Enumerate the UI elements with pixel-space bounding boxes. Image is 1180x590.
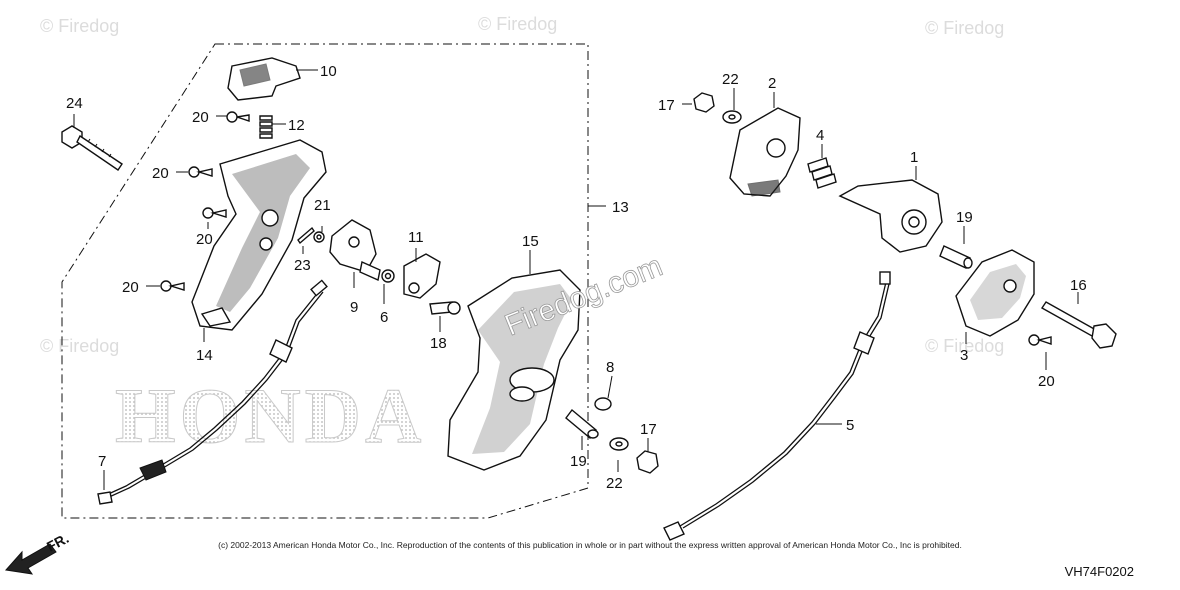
diagram-code: VH74F0202	[1064, 564, 1134, 579]
callout-20-a: 20	[192, 109, 209, 126]
part-10-lever-cap	[227, 57, 301, 101]
callout-20-e: 20	[1038, 373, 1055, 390]
part-12-spring	[259, 115, 273, 139]
leader-lines	[73, 69, 1079, 490]
callout-6: 6	[380, 309, 388, 326]
watermark-mid-right: © Firedog	[925, 336, 1004, 356]
part-5-right-cable	[663, 271, 891, 541]
part-17-nut-lower	[636, 450, 659, 474]
callout-2: 2	[768, 75, 776, 92]
callout-16: 16	[1070, 277, 1087, 294]
callout-1: 1	[910, 149, 918, 166]
part-17-nut-upper	[693, 92, 715, 113]
callout-8: 8	[606, 359, 614, 376]
honda-logo-watermark: HONDA	[115, 372, 425, 459]
callout-17-b: 17	[640, 421, 657, 438]
callout-4: 4	[816, 127, 824, 144]
callout-13: 13	[612, 199, 629, 216]
part-24-bolt	[61, 125, 123, 171]
watermark-top-right: © Firedog	[925, 18, 1004, 38]
part-8-clamp	[594, 397, 612, 411]
callout-22-b: 22	[606, 475, 623, 492]
part-21-washer	[313, 231, 325, 243]
callout-3: 3	[960, 347, 968, 364]
copyright-notice: (c) 2002-2013 American Honda Motor Co., …	[218, 540, 962, 550]
assembly-frame-13	[61, 43, 589, 519]
callout-18: 18	[430, 335, 447, 352]
part-16-bolt	[1040, 301, 1117, 349]
callout-24: 24	[66, 95, 83, 112]
part-11-cam	[403, 253, 441, 299]
callout-17-a: 17	[658, 97, 675, 114]
callout-11: 11	[408, 229, 424, 246]
part-20-screw-e	[1028, 334, 1052, 346]
part-7-lower-cable	[97, 279, 328, 505]
part-22-washer-upper	[722, 110, 742, 124]
part-20-screw-d	[160, 280, 185, 292]
part-2-bracket	[729, 107, 801, 197]
part-15-cover	[447, 269, 581, 471]
part-22-washer-lower	[609, 437, 629, 451]
callout-20-b: 20	[152, 165, 169, 182]
front-direction-marker: FR.	[5, 530, 71, 575]
callout-9: 9	[350, 299, 358, 316]
part-18-pin	[429, 301, 461, 315]
callout-10: 10	[320, 63, 337, 80]
callout-20-d: 20	[122, 279, 139, 296]
callout-7: 7	[98, 453, 106, 470]
watermark-top-left: © Firedog	[40, 16, 119, 36]
part-1-lever	[838, 179, 943, 253]
part-20-screw-b	[188, 166, 213, 178]
callout-19-a: 19	[956, 209, 973, 226]
callout-23: 23	[294, 257, 311, 274]
callout-20-c: 20	[196, 231, 213, 248]
callout-22-a: 22	[722, 71, 739, 88]
part-4-spring	[807, 157, 837, 189]
part-23-pin	[297, 226, 315, 245]
callout-19-b: 19	[570, 453, 587, 470]
callout-12: 12	[288, 117, 305, 134]
part-20-screw-c	[202, 207, 227, 219]
callout-21: 21	[314, 197, 331, 214]
part-14-lever-housing	[191, 139, 327, 331]
part-9-bracket	[329, 219, 381, 281]
callout-14: 14	[196, 347, 213, 364]
callout-labels: 10 12 20 20 20 20 24 14 21 23 9 6 11 18 …	[66, 63, 1087, 492]
part-3-cover	[955, 249, 1035, 337]
part-19-collar-lower	[565, 408, 599, 440]
watermark-top-middle: © Firedog	[478, 14, 557, 34]
watermark-mid-left: © Firedog	[40, 336, 119, 356]
part-19-collar-upper	[939, 245, 973, 269]
part-20-screw-a	[226, 111, 250, 123]
callout-5: 5	[846, 417, 854, 434]
part-6-clip	[381, 269, 395, 283]
callout-15: 15	[522, 233, 539, 250]
